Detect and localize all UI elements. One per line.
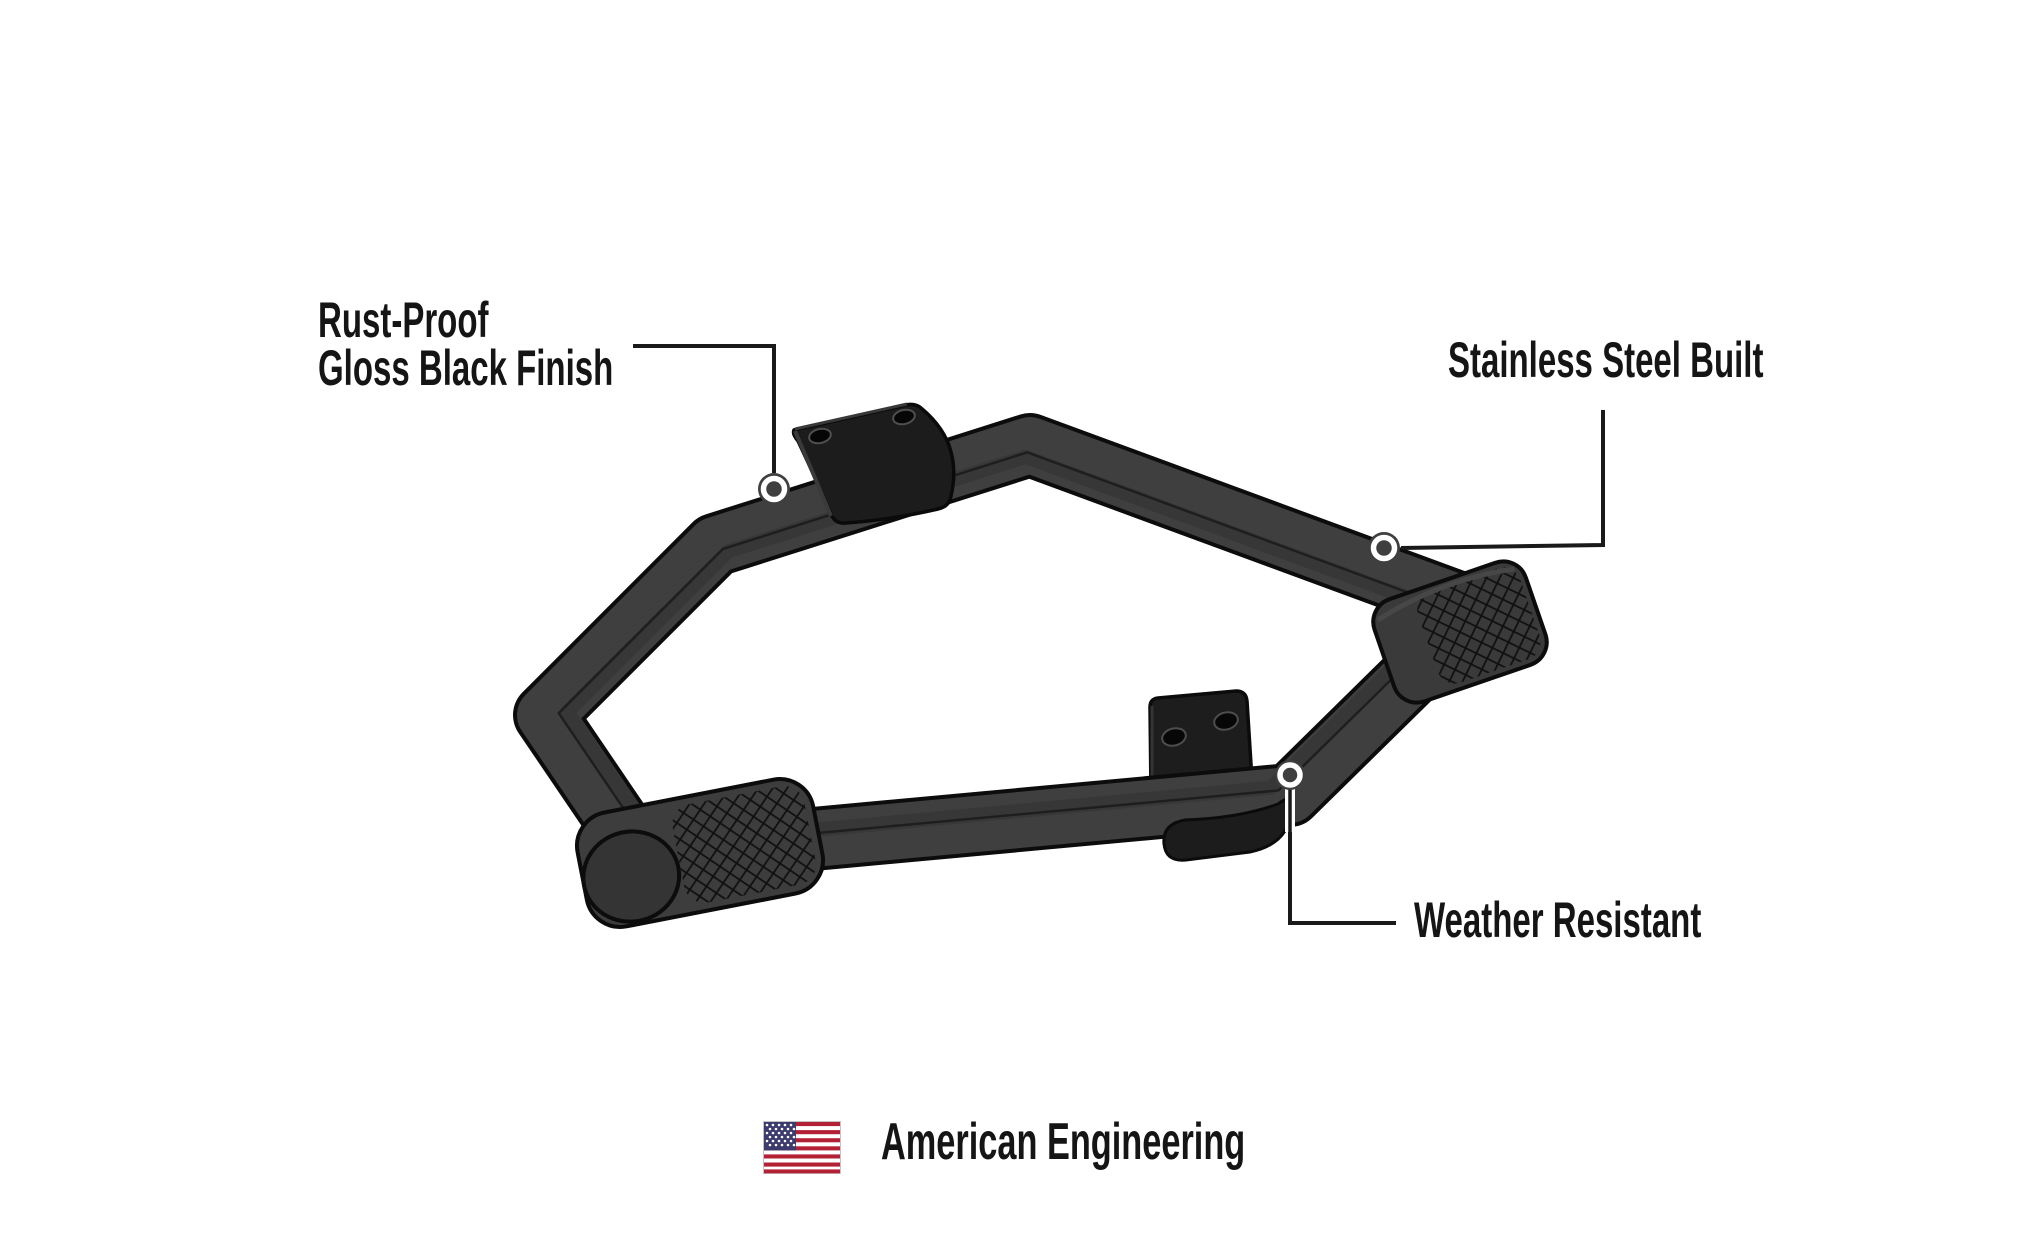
- tube-loop: [513, 413, 1510, 887]
- bolt-hole-icon: [892, 408, 916, 426]
- footer-tagline: American Engineering: [881, 1113, 1246, 1171]
- bolt-hole-icon: [1213, 711, 1239, 731]
- callout-label-line1: Rust-Proof: [318, 292, 489, 348]
- callout-label-rust-proof: Rust-Proof Gloss Black Finish: [318, 292, 614, 396]
- callout-line-rust-proof: [633, 344, 790, 505]
- bolt-hole-icon: [808, 427, 832, 445]
- callout-label-weather: Weather Resistant: [1414, 892, 1702, 948]
- right-slider-pad: [1371, 559, 1549, 705]
- us-flag-icon: [763, 1121, 841, 1174]
- bolt-hole-icon: [1161, 727, 1187, 747]
- left-highway-peg: [575, 777, 825, 929]
- callout-label-line2: Gloss Black Finish: [318, 340, 614, 396]
- skid-fin: [1162, 796, 1293, 862]
- callout-label-stainless: Stainless Steel Built: [1448, 332, 1764, 388]
- callout-line-weather: [1275, 760, 1396, 925]
- top-mount-bracket: [791, 402, 956, 525]
- callout-line-stainless: [1368, 410, 1605, 564]
